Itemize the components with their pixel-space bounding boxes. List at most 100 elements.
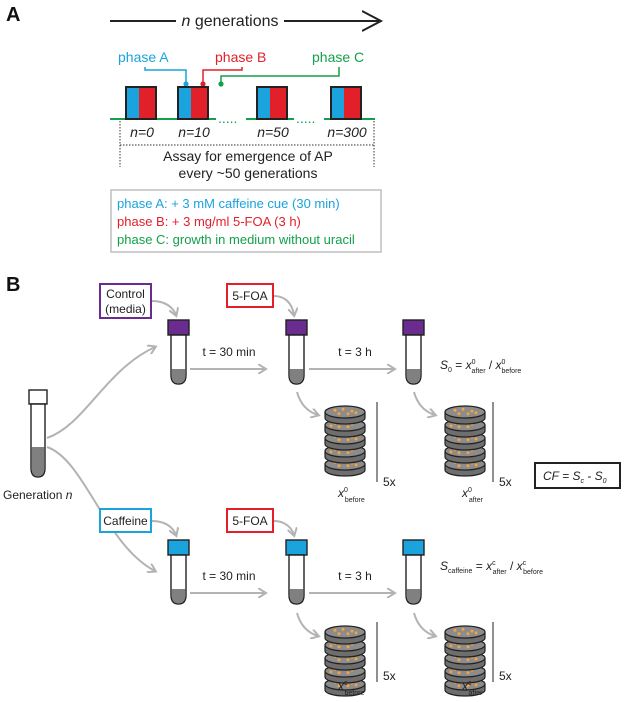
assay-line-1: Assay for emergence of AP xyxy=(163,148,333,164)
control-tube-3 xyxy=(402,319,425,385)
legend-phase-c: phase C: growth in medium without uracil xyxy=(117,232,355,247)
colony xyxy=(350,409,354,413)
ellipsis-1: ..... xyxy=(218,110,237,126)
control-foa-arrow xyxy=(273,295,294,315)
control-tube-2 xyxy=(285,319,308,385)
control-media-box xyxy=(99,283,152,319)
caffeine-add-arrow xyxy=(151,520,176,535)
colony xyxy=(449,424,453,428)
colony xyxy=(329,424,333,428)
colony xyxy=(337,412,341,416)
colony xyxy=(346,658,350,662)
gap-mask-1 xyxy=(216,114,246,124)
caffeine-tube-2 xyxy=(285,539,308,605)
colony xyxy=(354,683,358,687)
colony xyxy=(453,628,457,632)
colony xyxy=(337,645,341,649)
cycle-block-n300 xyxy=(330,86,362,120)
caffeine-tube-1 xyxy=(167,539,190,605)
colony xyxy=(337,684,341,688)
starting-tube xyxy=(28,389,48,478)
generations-label: n generations xyxy=(182,13,279,30)
colony xyxy=(457,658,461,662)
colony xyxy=(354,437,358,441)
caffeine-box xyxy=(99,508,152,533)
caffeine-5foa-label: 5-FOA xyxy=(232,514,267,528)
colony xyxy=(337,671,341,675)
colony xyxy=(466,658,470,662)
petri-plate xyxy=(324,405,366,425)
colony xyxy=(466,438,470,442)
colony xyxy=(354,631,358,635)
branch-arrow-caffeine xyxy=(46,446,155,571)
phase-legend-box xyxy=(110,189,382,253)
colony xyxy=(337,451,341,455)
colony xyxy=(449,450,453,454)
colony xyxy=(470,629,474,633)
colony xyxy=(346,632,350,636)
colony xyxy=(457,645,461,649)
caffeine-plate-arrow-2 xyxy=(413,612,435,636)
generation-n-label: Generation n xyxy=(3,488,73,502)
colony xyxy=(474,683,478,687)
colony xyxy=(346,684,350,688)
colony xyxy=(346,671,350,675)
control-time-3h: t = 3 h xyxy=(338,345,372,359)
colony xyxy=(354,463,358,467)
colony xyxy=(457,632,461,636)
petri-plate xyxy=(324,625,366,645)
colony xyxy=(341,627,345,631)
replicates-caffeine-before: 5x xyxy=(383,669,396,683)
replicates-caffeine-after: 5x xyxy=(499,669,512,683)
phase-b-label: phase B xyxy=(215,49,266,65)
colony xyxy=(341,407,345,411)
colony xyxy=(457,464,461,468)
colony xyxy=(457,451,461,455)
colony xyxy=(457,684,461,688)
assay-line-2: every ~50 generations xyxy=(179,165,318,181)
assay-bracket xyxy=(119,121,375,167)
panel-b-label: B xyxy=(6,274,20,296)
colony xyxy=(333,628,337,632)
colony xyxy=(337,425,341,429)
timepoint-n300: n=300 xyxy=(327,124,367,140)
colony xyxy=(346,451,350,455)
cf-formula: CF = Sc - S0 xyxy=(543,469,607,485)
colony xyxy=(474,631,478,635)
colony xyxy=(453,408,457,412)
branch-arrow-control xyxy=(46,347,155,439)
cf-box xyxy=(534,462,621,489)
control-label-line1: Control xyxy=(106,287,145,301)
colony xyxy=(474,411,478,415)
caffeine-plate-arrow-1 xyxy=(296,612,318,636)
colony xyxy=(461,627,465,631)
control-5foa-label: 5-FOA xyxy=(232,289,267,303)
colony xyxy=(470,409,474,413)
colony xyxy=(337,632,341,636)
colony xyxy=(449,644,453,648)
colony xyxy=(474,657,478,661)
petri-plate xyxy=(444,625,486,645)
colony xyxy=(329,670,333,674)
colony xyxy=(474,463,478,467)
colony xyxy=(457,412,461,416)
phase-b-connector xyxy=(202,67,243,82)
phase-a-label: phase A xyxy=(118,49,169,65)
plate-stack-control-before xyxy=(324,405,366,477)
plate-stack-control-after xyxy=(444,405,486,477)
colony xyxy=(329,450,333,454)
colony xyxy=(337,464,341,468)
phase-b-marker xyxy=(200,81,206,87)
colony xyxy=(466,632,470,636)
caffeine-5foa-box xyxy=(226,508,274,533)
colony xyxy=(466,451,470,455)
colony xyxy=(466,671,470,675)
timepoint-n10: n=10 xyxy=(178,124,210,140)
legend-phase-a: phase A: + 3 mM caffeine cue (30 min) xyxy=(117,196,340,211)
ellipsis-2: ..... xyxy=(296,110,315,126)
caffeine-label: Caffeine xyxy=(103,514,148,528)
control-plate-arrow-2 xyxy=(413,391,435,415)
colony xyxy=(466,464,470,468)
